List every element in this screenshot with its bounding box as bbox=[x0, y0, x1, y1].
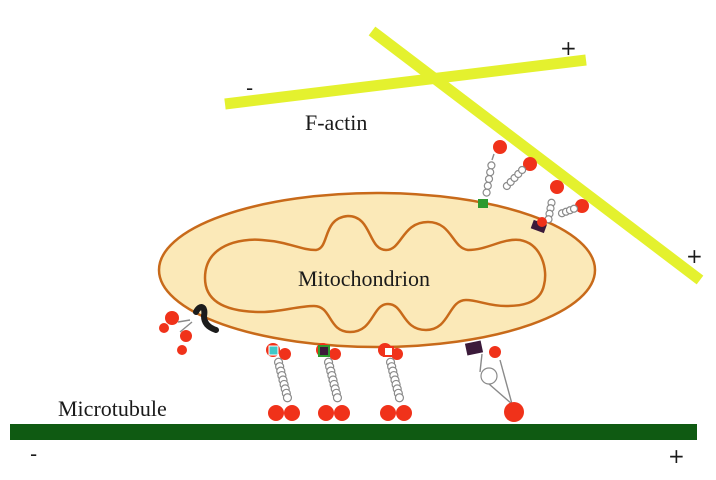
myosin-tail-head bbox=[537, 217, 547, 227]
myosin-lever-bead bbox=[569, 204, 579, 213]
mitochondrion-inner-membrane bbox=[203, 214, 547, 334]
detached-motor-link bbox=[177, 319, 191, 323]
myosin-lever-bead bbox=[482, 188, 491, 197]
microtubule-label: Microtubule bbox=[58, 396, 167, 421]
adaptor-protein bbox=[383, 346, 394, 357]
detached-motor-head bbox=[180, 330, 192, 342]
actin-filament-horizontal bbox=[224, 54, 587, 110]
detached-motor-head bbox=[177, 345, 187, 355]
detached-motor-link bbox=[179, 321, 193, 333]
kinesin-motor-head bbox=[334, 405, 350, 421]
kinesin-motor-head bbox=[380, 405, 396, 421]
actin-plus-end-sign: + bbox=[560, 36, 577, 60]
kinesin-motor-head bbox=[268, 405, 284, 421]
myosin-lever-bead bbox=[487, 161, 496, 170]
mitochondrion-label: Mitochondrion bbox=[298, 266, 430, 291]
detached-motor-head bbox=[165, 311, 179, 325]
kinesin-motor-head bbox=[284, 405, 300, 421]
microtubule-filament bbox=[10, 424, 697, 440]
myosin-adaptor bbox=[478, 199, 488, 208]
kinesin-motor-head bbox=[396, 405, 412, 421]
detached-motor-head bbox=[159, 323, 169, 333]
kinesin-stalk-bead bbox=[282, 393, 293, 403]
f-actin-label: F-actin bbox=[305, 110, 368, 135]
dynein-adaptor bbox=[464, 340, 484, 356]
myosin-head bbox=[493, 140, 507, 154]
myosin-head bbox=[523, 157, 537, 171]
dynein-stalk bbox=[488, 383, 513, 405]
dynein-motor-head bbox=[504, 402, 524, 422]
kinesin-motor-head bbox=[318, 405, 334, 421]
actin-diagonal-plus-end-sign: + bbox=[686, 244, 703, 268]
myosin-neck bbox=[491, 153, 495, 161]
motor-protein-group bbox=[159, 140, 589, 422]
dynein-stalk bbox=[479, 353, 483, 373]
myosin-head bbox=[550, 180, 564, 194]
kinesin-tail-head bbox=[329, 348, 341, 360]
adaptor-protein-hook bbox=[193, 304, 219, 333]
myosin-head bbox=[575, 199, 589, 213]
adaptor-protein bbox=[268, 345, 279, 356]
adaptor-protein bbox=[318, 345, 330, 357]
kinesin-tail-head bbox=[279, 348, 291, 360]
microtubule-plus-end-sign: + bbox=[668, 444, 685, 468]
dynein-ring bbox=[480, 367, 498, 385]
myosin-lever-bead bbox=[486, 168, 495, 177]
dynein-tail-head bbox=[489, 346, 501, 358]
kinesin-stalk-bead bbox=[332, 393, 343, 403]
myosin-lever-bead bbox=[517, 165, 527, 175]
myosin-lever-bead bbox=[484, 174, 494, 184]
dynein-stalk bbox=[499, 359, 513, 405]
kinesin-stalk-bead bbox=[394, 393, 405, 403]
actin-filament-diagonal bbox=[368, 26, 704, 285]
microtubule-minus-end-sign: - bbox=[30, 442, 38, 466]
myosin-lever-bead bbox=[483, 181, 492, 190]
actin-minus-end-sign: - bbox=[246, 76, 254, 100]
mitochondrion-outer-membrane bbox=[157, 191, 597, 349]
